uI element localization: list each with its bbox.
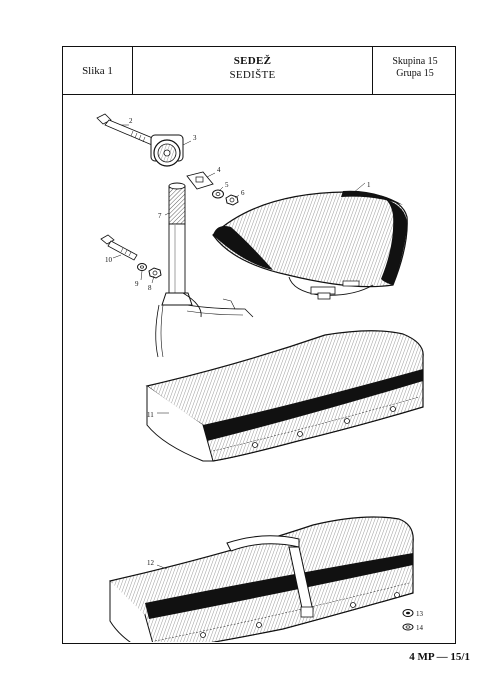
figure-label: Slika 1 — [82, 65, 113, 77]
part-solo-saddle-1 — [212, 190, 408, 300]
callout-10: 10 — [105, 256, 113, 264]
callout-2: 2 — [129, 117, 133, 125]
part-washer-5 — [212, 189, 224, 199]
part-washer-9 — [137, 263, 147, 271]
page-title: SEDEŽ — [233, 55, 272, 67]
catalog-sheet: Slika 1 SEDEŽ SEDIŠTE Skupina 15 Grupa 1… — [62, 46, 456, 644]
part-plate-4 — [186, 171, 214, 190]
part-seat-post-7 — [155, 182, 254, 358]
group-label-1: Skupina 15 — [392, 56, 438, 67]
group-cell: Skupina 15 Grupa 15 — [373, 47, 457, 94]
callout-8: 8 — [148, 284, 152, 292]
callout-5: 5 — [225, 181, 229, 189]
part-strap-seat-12 — [109, 516, 414, 642]
part-dual-seat-11 — [145, 330, 424, 462]
part-nut-8 — [148, 267, 162, 279]
page-code: 4 MP — 15/1 — [409, 651, 470, 663]
exploded-parts-drawing: 1 2 3 4 5 6 7 8 9 10 11 12 13 14 15 — [96, 113, 424, 642]
part-nut-6 — [225, 194, 239, 206]
callout-1: 1 — [367, 181, 371, 189]
callout-4: 4 — [217, 166, 221, 174]
page-subtitle: SEDIŠTE — [229, 69, 276, 81]
callout-7: 7 — [158, 212, 162, 220]
part-washer-14 — [402, 623, 414, 631]
leader-lines — [112, 124, 366, 570]
part-fastener-13 — [402, 609, 414, 617]
callout-11: 11 — [147, 411, 154, 419]
part-callouts: 1 2 3 4 5 6 7 8 9 10 11 12 13 14 15 — [105, 117, 424, 632]
group-label-2: Grupa 15 — [396, 68, 434, 79]
callout-3: 3 — [193, 134, 197, 142]
part-clamp-3 — [150, 134, 184, 167]
callout-14: 14 — [416, 624, 424, 632]
callout-13: 13 — [416, 610, 424, 618]
part-bolt-2 — [96, 113, 156, 146]
figure-cell: Slika 1 — [63, 47, 133, 94]
callout-12: 12 — [147, 559, 155, 567]
callout-6: 6 — [241, 189, 245, 197]
callout-9: 9 — [135, 280, 139, 288]
part-bolt-10 — [100, 234, 138, 261]
sheet-header: Slika 1 SEDEŽ SEDIŠTE Skupina 15 Grupa 1… — [63, 47, 455, 95]
title-cell: SEDEŽ SEDIŠTE — [133, 47, 373, 94]
